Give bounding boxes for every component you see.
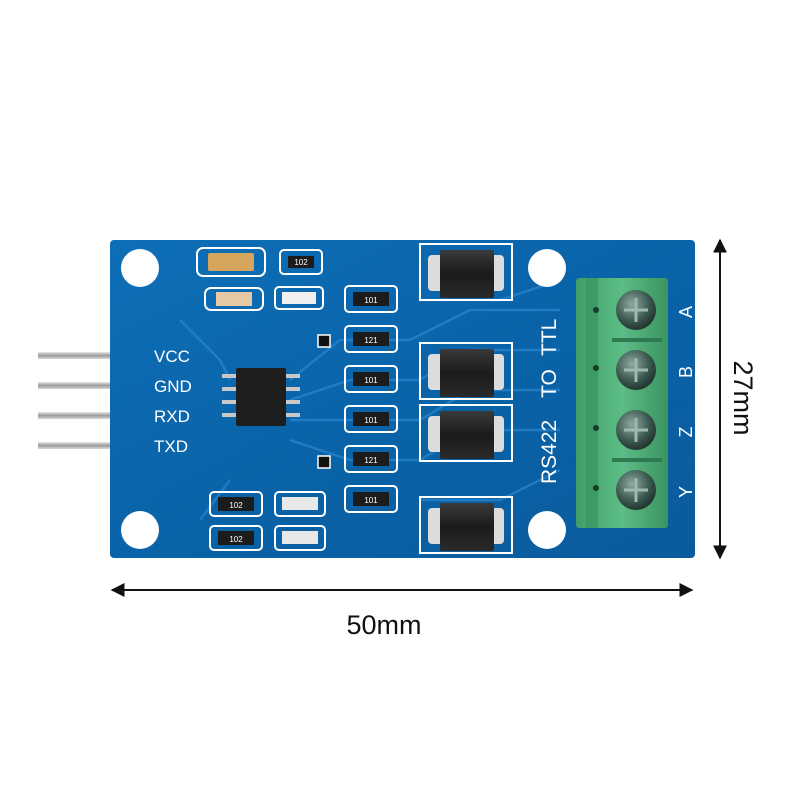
resistor-outline <box>344 445 398 473</box>
height-dimension: 27mm <box>713 238 758 560</box>
resistor-body <box>353 292 389 306</box>
width-dimension: 50mm <box>110 583 694 640</box>
screw-icon-z <box>616 410 656 450</box>
resistor-code-bl2: 102 <box>229 535 243 544</box>
resistor-code: 101 <box>364 496 378 505</box>
resistor-code-top: 102 <box>294 258 308 267</box>
terminal-label-z: Z <box>676 427 696 438</box>
resistor-body <box>353 332 389 346</box>
resistor-code: 121 <box>364 456 378 465</box>
board-text-ttl: TTL <box>538 319 561 356</box>
terminal-label-y: Y <box>676 486 696 498</box>
screw-icon-y <box>616 470 656 510</box>
pcb-board <box>110 240 695 558</box>
top-left-components <box>196 247 324 311</box>
board-text-to: TO <box>538 369 561 398</box>
resistor-body <box>353 492 389 506</box>
diodes <box>419 243 513 554</box>
width-label: 50mm <box>346 610 421 640</box>
resistor-code: 101 <box>364 296 378 305</box>
resistor-code: 101 <box>364 416 378 425</box>
resistor-body <box>353 372 389 386</box>
resistor-code: 101 <box>364 376 378 385</box>
resistor-outline <box>344 325 398 353</box>
pin-label-gnd: GND <box>154 377 192 396</box>
resistor-outline <box>344 485 398 513</box>
pin-label-txd: TXD <box>154 437 188 456</box>
bottom-left-components: 102 102 <box>209 491 326 551</box>
ic-chip <box>222 368 300 426</box>
resistor-body <box>353 412 389 426</box>
screw-icon-b <box>616 350 656 390</box>
screw-icon-a <box>616 290 656 330</box>
resistor-code: 121 <box>364 336 378 345</box>
resistor-outline <box>344 365 398 393</box>
terminal-label-a: A <box>676 306 696 318</box>
resistor-body <box>353 452 389 466</box>
board-text-rs422: RS422 <box>538 420 561 484</box>
resistor-outline <box>344 285 398 313</box>
terminal-block <box>576 278 668 528</box>
resistor-column: 101 121 101 101 121 101 102 <box>294 258 398 513</box>
resistor-code-bl1: 102 <box>229 501 243 510</box>
resistor-outline <box>344 405 398 433</box>
pin-label-rxd: RXD <box>154 407 190 426</box>
terminal-label-b: B <box>676 366 696 378</box>
pin-label-vcc: VCC <box>154 347 190 366</box>
height-label: 27mm <box>728 360 758 435</box>
